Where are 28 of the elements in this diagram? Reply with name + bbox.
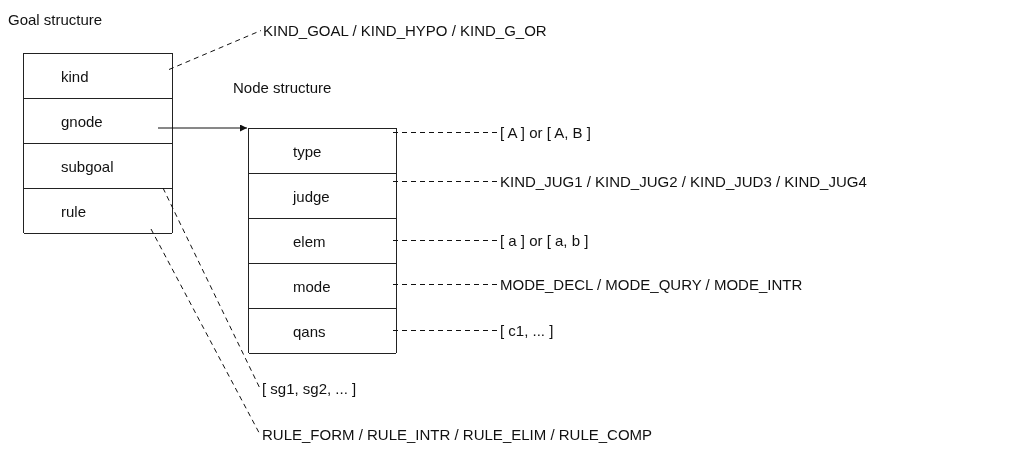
field-cell: gnode — [24, 99, 172, 144]
value-note: RULE_FORM / RULE_INTR / RULE_ELIM / RULE_COMP — [262, 426, 653, 443]
field-cell: subgoal — [24, 144, 172, 189]
value-note: [ a ] or [ a, b ] — [500, 232, 589, 249]
leader-line — [392, 132, 499, 133]
value-note: [ c1, ... ] — [500, 322, 554, 339]
arrow — [157, 124, 248, 132]
leader-line — [162, 187, 261, 389]
leader-line — [150, 228, 261, 435]
value-note: KIND_GOAL / KIND_HYPO / KIND_G_OR — [263, 22, 547, 39]
field-cell: elem — [249, 219, 396, 264]
leader-line — [392, 240, 499, 241]
leader-line — [392, 284, 499, 285]
value-note: [ sg1, sg2, ... ] — [262, 380, 357, 397]
structure-title: Node structure — [233, 79, 332, 96]
field-cell: qans — [249, 309, 396, 354]
leader-line — [168, 30, 262, 70]
value-note: [ A ] or [ A, B ] — [500, 124, 591, 141]
value-note: MODE_DECL / MODE_QURY / MODE_INTR — [500, 276, 803, 293]
field-cell: kind — [24, 54, 172, 99]
field-cell: type — [249, 129, 396, 174]
value-note: KIND_JUG1 / KIND_JUG2 / KIND_JUD3 / KIND_JUG4 — [500, 173, 867, 190]
field-cell: rule — [24, 189, 172, 234]
field-cell: judge — [249, 174, 396, 219]
field-cell: mode — [249, 264, 396, 309]
leader-line — [392, 330, 499, 331]
structure-title: Goal structure — [8, 11, 103, 28]
leader-line — [392, 181, 499, 182]
